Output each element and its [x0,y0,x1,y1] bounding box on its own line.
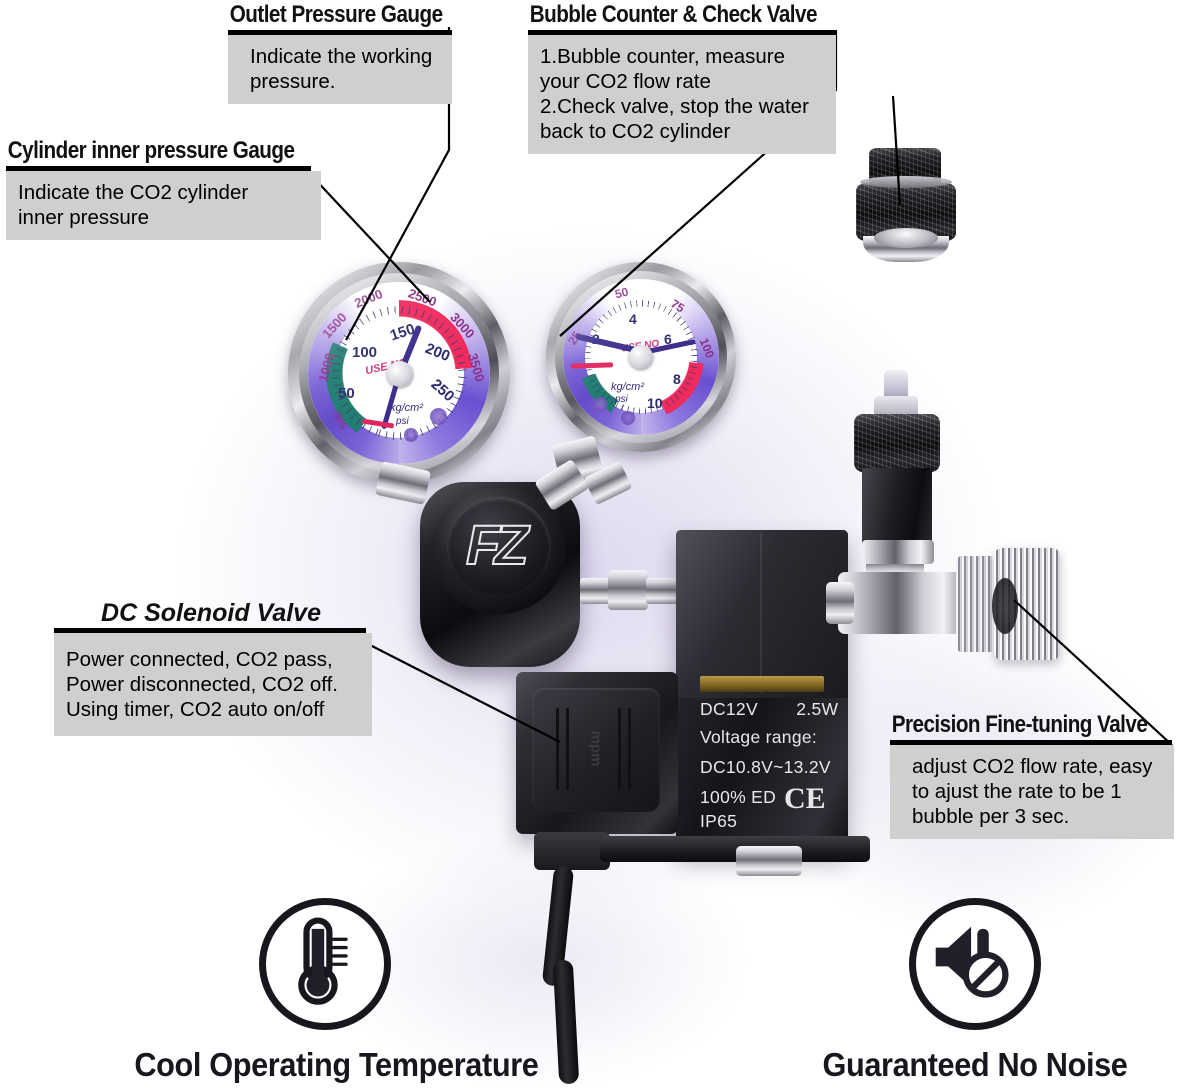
solenoid-ip-rating: IP65 [700,811,738,831]
feature-guaranteed-no-noise: Guaranteed No Noise [770,898,1180,1084]
callout-body: 1.Bubble counter, measure your CO2 flow … [528,35,836,154]
connector-marking: mpm [587,730,605,767]
callout-title: Precision Fine-tuning Valve [891,711,1148,738]
callout-body: Indicate the CO2 cylinder inner pressure [6,171,321,240]
callout-rule [228,30,452,35]
callout-dc-solenoid-valve: DC Solenoid Valve Power connected, CO2 p… [54,599,372,736]
callout-title: Bubble Counter & Check Valve [529,1,818,28]
solenoid-voltage-range-label: Voltage range: [700,727,818,747]
callout-rule [890,740,1172,745]
callout-cylinder-inner-pressure-gauge: Cylinder inner pressure Gauge Indicate t… [6,137,321,240]
feature-caption: Cool Operating Temperature [134,1046,539,1083]
callout-body: adjust CO2 flow rate, easy to ajust the … [890,745,1174,839]
outlet-pressure-gauge: 2 4 6 8 10 25 50 75 100 USE NO kg/cm² ps… [546,262,736,452]
cylinder-inner-pressure-gauge: 50 100 150 200 250 1000 1500 2000 2500 3… [288,262,510,484]
callout-precision-fine-tuning-valve: Precision Fine-tuning Valve adjust CO2 f… [890,711,1174,839]
speaker-muted-icon [909,898,1041,1030]
callout-rule [6,166,311,171]
solenoid-voltage: DC12V [700,699,758,719]
callout-body: Indicate the working pressure. [228,35,452,104]
callout-title: Outlet Pressure Gauge [229,1,443,28]
callout-rule [54,628,366,633]
callout-title: DC Solenoid Valve [101,599,321,627]
callout-title: Cylinder inner pressure Gauge [7,137,295,164]
ce-mark: CE [784,782,826,815]
thermometer-icon [259,898,391,1030]
solenoid-voltage-range: DC10.8V~13.2V [700,757,831,777]
feature-cool-operating-temperature: Cool Operating Temperature [120,898,539,1084]
callout-bubble-counter-check-valve: Bubble Counter & Check Valve 1.Bubble co… [528,2,836,154]
callout-outlet-pressure-gauge: Outlet Pressure Gauge Indicate the worki… [228,2,452,104]
solenoid-duty: 100% ED [700,787,777,807]
callout-rule [528,30,836,35]
brand-logo: FZ [465,512,529,577]
solenoid-power: 2.5W [796,699,839,719]
callout-body: Power connected, CO2 pass, Power disconn… [54,633,372,736]
feature-caption: Guaranteed No Noise [822,1046,1128,1083]
